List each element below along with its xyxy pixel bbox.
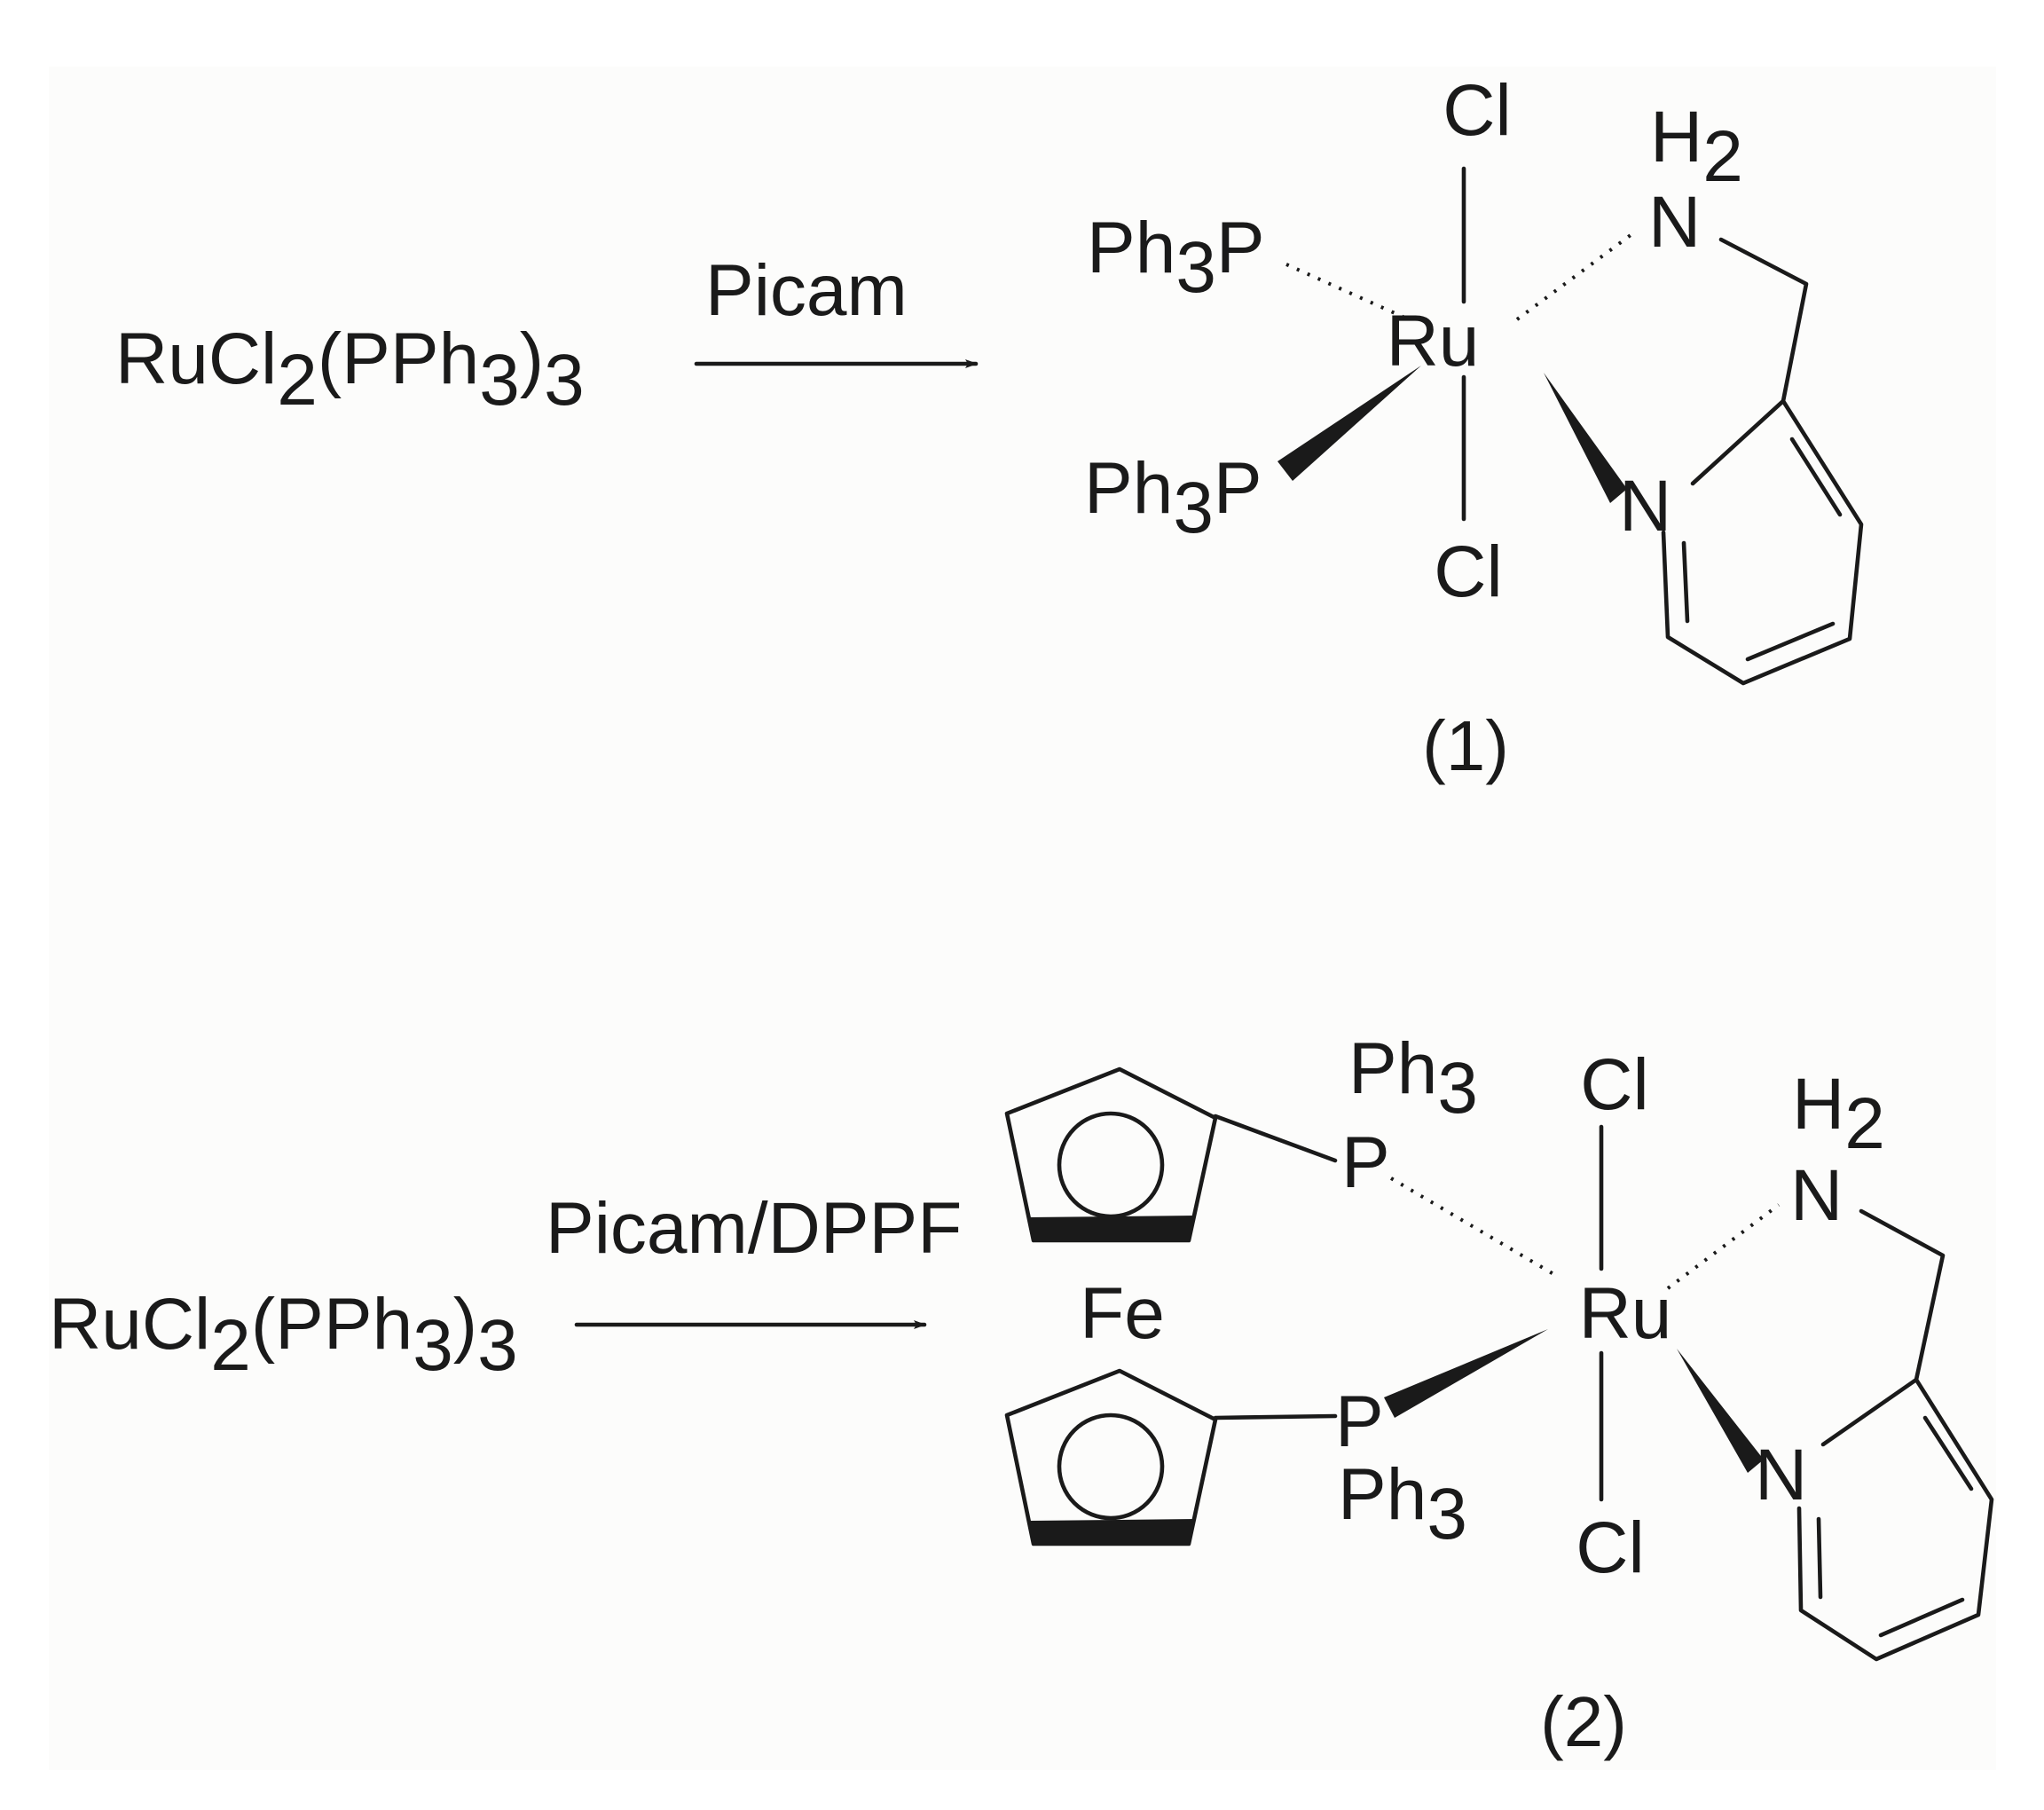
reaction-2: RuCl2(PPh3)3 Picam/DPPF Fe P Ph3 P Ph3 R…	[49, 1028, 1994, 1761]
phosphorus-upper: P	[1341, 1122, 1390, 1203]
reactant-formula: RuCl2(PPh3)3	[115, 319, 585, 421]
amine-hydrogen: H2	[1792, 1064, 1885, 1164]
pyridine-double-bond	[1681, 540, 1690, 624]
aromatic-circle	[1057, 1413, 1165, 1521]
chloride-top: Cl	[1580, 1044, 1648, 1125]
formula-part: )	[520, 319, 544, 399]
reactant-formula: RuCl2(PPh3)3	[49, 1284, 518, 1386]
cyclopentadienyl-ring-upper	[1004, 1066, 1218, 1243]
formula-subscript: 3	[479, 340, 520, 421]
pyridine-double-bond	[1789, 437, 1843, 517]
formula-part: RuCl	[49, 1284, 210, 1365]
formula-subscript: 3	[477, 1305, 518, 1386]
pyridine-ring	[1661, 398, 1864, 686]
ruthenium-complex-2: P Ph3 P Ph3 Ru Cl Cl H2 N N	[1335, 1028, 1994, 1761]
formula-part: (PPh	[251, 1284, 413, 1365]
ru-p-hashed-bond	[1389, 1176, 1561, 1279]
ru-p-wedge-bond	[1384, 1329, 1548, 1418]
formula-subscript: 3	[413, 1305, 453, 1386]
pyridine-double-bond	[1745, 621, 1836, 662]
pyridine-double-bond	[1878, 1597, 1965, 1638]
phosphorus-lower: P	[1335, 1381, 1384, 1462]
aromatic-circle	[1057, 1111, 1165, 1219]
ru-n-wedge-bond	[1677, 1349, 1764, 1473]
reagent-label: Picam	[705, 250, 908, 331]
metal-ru: Ru	[1579, 1273, 1672, 1354]
ru-p-wedge-bond	[1278, 366, 1421, 481]
iron-atom: Fe	[1080, 1273, 1165, 1354]
chloride-bottom: Cl	[1576, 1507, 1644, 1588]
compound-label-1: (1)	[1422, 706, 1509, 785]
pyridine-ring	[1796, 1377, 1994, 1662]
cp-p-bond-upper	[1213, 1114, 1338, 1163]
amine-nitrogen: N	[1648, 182, 1701, 263]
ruthenium-complex-1: Ru Cl Cl Ph3P Ph3P H2 N N	[1084, 70, 1864, 785]
triphenylphosphine-lower: Ph3P	[1084, 448, 1262, 548]
chloride-top: Cl	[1443, 70, 1511, 151]
picam-ch2-bridge	[1859, 1208, 1946, 1382]
ru-nh2-hashed-bond	[1515, 233, 1632, 321]
formula-subscript: 3	[544, 340, 585, 421]
compound-label-2: (2)	[1540, 1682, 1627, 1761]
formula-subscript: 2	[210, 1305, 251, 1386]
ru-nh2-hashed-bond	[1666, 1203, 1781, 1290]
ferrocene-unit: Fe	[1004, 1066, 1338, 1546]
triphenylphosphine-upper: Ph3P	[1087, 208, 1265, 308]
amine-hydrogen: H2	[1650, 97, 1743, 197]
reaction-1: RuCl2(PPh3)3 Picam Ru Cl Cl Ph3P Ph3P H2…	[115, 70, 1864, 785]
amine-nitrogen: N	[1790, 1155, 1843, 1236]
chloride-bottom: Cl	[1434, 531, 1502, 612]
formula-part: (PPh	[318, 319, 479, 399]
cyclopentadienyl-ring-lower	[1004, 1368, 1218, 1546]
formula-part: RuCl	[115, 319, 277, 399]
picam-ch2-bridge	[1718, 237, 1809, 404]
formula-subscript: 2	[277, 340, 318, 421]
formula-part: )	[453, 1284, 477, 1365]
ru-n-wedge-bond	[1544, 373, 1627, 503]
cp-p-bond-lower	[1213, 1413, 1338, 1420]
pyridine-double-bond	[1816, 1516, 1823, 1600]
phenyl-upper: Ph3	[1348, 1028, 1478, 1129]
reagent-label: Picam/DPPF	[546, 1188, 962, 1269]
cp-ring-thick-edge	[1029, 1216, 1196, 1240]
pyridine-nitrogen: N	[1755, 1435, 1807, 1515]
pyridine-double-bond	[1922, 1415, 1974, 1491]
phenyl-lower: Ph3	[1338, 1454, 1467, 1554]
metal-ru: Ru	[1387, 301, 1480, 382]
cp-ring-thick-edge	[1029, 1519, 1196, 1544]
